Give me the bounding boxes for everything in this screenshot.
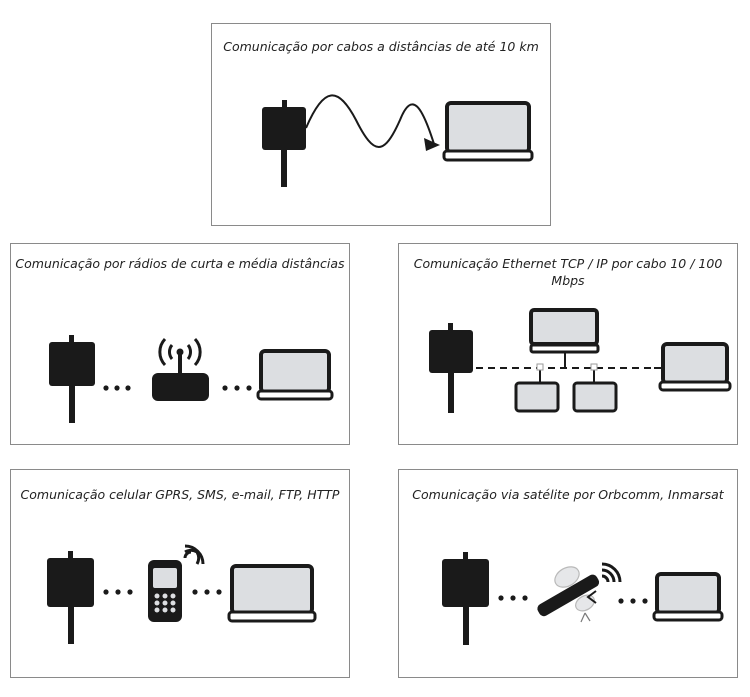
laptop-icon [256,349,334,401]
panel-satellite-communication: Comunicação via satélite por Orbcomm, In… [398,469,738,678]
panel-cellular-communication: Comunicação celular GPRS, SMS, e-mail, F… [10,469,350,678]
laptop-icon [658,342,732,392]
panel-radio-communication: Comunicação por rádios de curta e média … [10,243,350,445]
laptop-icon [652,572,724,622]
cellular-diagram [47,544,317,644]
field-device-icon [262,100,306,187]
connection-dots [103,385,252,391]
laptop-icon [442,101,534,162]
cable-diagram [262,94,534,187]
satellite-icon [537,566,600,623]
satellite-diagram [442,552,724,645]
workstation-icon [514,381,618,413]
field-device-icon [47,551,94,644]
panel-caption: Comunicação via satélite por Orbcomm, In… [412,487,724,502]
field-device-icon [442,552,489,645]
cable-arrow-icon [424,138,440,151]
panel-caption: Comunicação por cabos a distâncias de at… [223,39,539,54]
panel-caption: Comunicação Ethernet TCP / IP por cabo 1… [413,256,723,288]
radio-router-icon [152,337,209,401]
signal-waves-icon [601,562,622,583]
field-device-icon [429,323,473,413]
signal-waves-icon [183,544,205,565]
field-device-icon [49,335,95,423]
connection-dots [498,595,648,604]
cell-phone-icon [148,560,182,622]
connection-dots [103,589,222,595]
laptop-icon [227,564,317,623]
cable-line [305,94,435,148]
panel-caption: Comunicação por rádios de curta e média … [15,256,345,271]
ethernet-diagram [429,308,732,413]
desktop-monitor-icon [529,308,600,354]
radio-diagram [49,335,334,423]
panel-caption: Comunicação celular GPRS, SMS, e-mail, F… [20,487,340,502]
panel-cable-communication: Comunicação por cabos a distâncias de at… [211,23,551,226]
panel-ethernet-communication: Comunicação Ethernet TCP / IP por cabo 1… [398,243,738,445]
